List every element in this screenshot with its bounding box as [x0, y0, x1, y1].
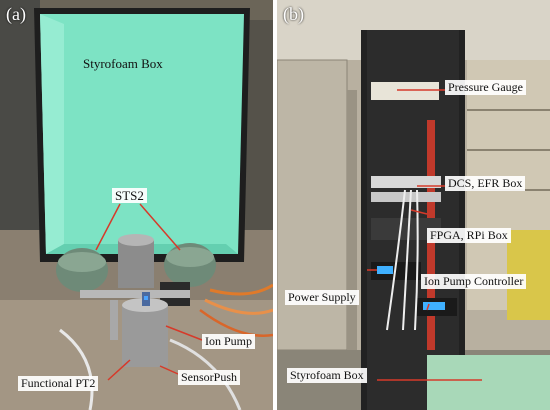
label-pressure-gauge: Pressure Gauge	[445, 80, 526, 95]
panel-b-scene	[277, 0, 550, 410]
label-sts2: STS2	[112, 188, 147, 203]
label-functional-pt2: Functional PT2	[18, 376, 99, 391]
label-styrofoam-box-b: Styrofoam Box	[287, 368, 367, 383]
functional-pt2-body	[122, 305, 168, 367]
panel-a-scene	[0, 0, 273, 410]
panel-a-photo: (a) Styrofoam Box STS2 Ion Pump Function…	[0, 0, 273, 410]
dcs-efr-box	[371, 176, 441, 188]
label-ion-pump: Ion Pump	[202, 334, 256, 349]
label-fpga-rpi-box: FPGA, RPi Box	[427, 228, 511, 243]
label-power-supply: Power Supply	[285, 290, 359, 305]
label-styrofoam-box: Styrofoam Box	[83, 56, 163, 71]
fpga-rpi-box	[371, 218, 441, 240]
label-ion-pump-controller: Ion Pump Controller	[421, 274, 527, 289]
label-sensorpush: SensorPush	[178, 370, 241, 385]
central-cylinder	[118, 240, 154, 288]
pressure-gauge-unit	[371, 82, 439, 100]
styrofoam-box-interior	[40, 14, 244, 254]
panel-b-label: (b)	[283, 4, 304, 24]
label-dcs-efr-box: DCS, EFR Box	[445, 176, 526, 191]
filing-cabinet	[277, 60, 347, 350]
styrofoam-box-bottom	[427, 355, 550, 410]
panel-b-photo: (b) Pressure Gauge DCS, EFR Box FPGA, RP…	[277, 0, 550, 410]
panel-a-label: (a)	[6, 4, 26, 24]
